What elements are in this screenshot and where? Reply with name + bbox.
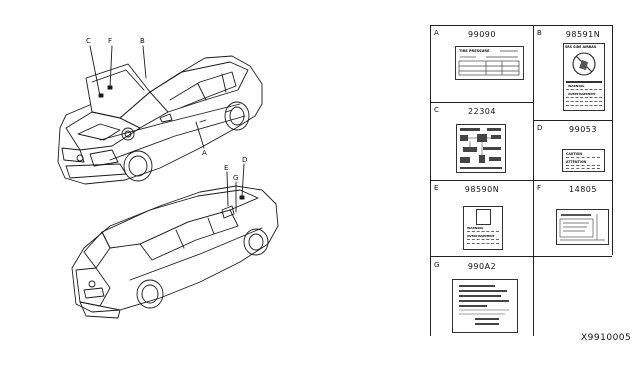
cell-letter-b: B	[537, 29, 542, 37]
rear-car	[71, 163, 279, 319]
airbag-icon-box	[476, 209, 491, 225]
diagram-code: X9910005	[581, 333, 632, 343]
cell-letter-d: D	[537, 124, 543, 132]
warning-label-2: AVERTISSEMENT	[467, 234, 495, 238]
label-emission-schematic	[456, 124, 506, 173]
part-number-c: 22304	[468, 107, 496, 116]
car-illustrations	[57, 45, 279, 319]
callout-a: A	[202, 149, 207, 157]
front-car-hood-open	[57, 45, 263, 185]
callout-f: F	[108, 37, 113, 45]
part-number-g: 990A2	[467, 262, 497, 271]
callout-g: G	[233, 174, 239, 182]
airbag-warning-1: WARNING	[568, 84, 585, 88]
label-engine-info	[556, 209, 609, 245]
airbag-header: SRS SIDE AIRBAG	[565, 45, 597, 49]
label-vehicle-info	[452, 279, 518, 333]
cell-letter-g: G	[434, 261, 440, 269]
tire-pressure-header: TIRE PRESSURE	[459, 49, 490, 53]
caution-warning-2: ATTENTION	[566, 160, 587, 164]
callout-e: E	[224, 164, 229, 172]
warning-label-1: WARNING	[467, 226, 484, 230]
callout-b: B	[140, 37, 145, 45]
part-number-f: 14805	[569, 185, 597, 194]
part-number-d: 99053	[569, 125, 597, 134]
airbag-warning-2: AVERTISSEMENT	[568, 92, 596, 96]
cell-letter-a: A	[434, 29, 439, 37]
part-number-e: 98590N	[464, 185, 500, 194]
label-airbag-warning: WARNING AVERTISSEMENT	[463, 206, 503, 250]
cell-letter-e: E	[434, 184, 439, 192]
no-child-seat-icon	[572, 52, 596, 76]
cell-letter-f: F	[537, 184, 542, 192]
callout-c: C	[86, 37, 91, 45]
label-caution: CAUTION ATTENTION	[562, 149, 605, 172]
label-tire-pressure: TIRE PRESSURE	[455, 46, 524, 80]
callout-d: D	[242, 156, 248, 164]
caution-warning-1: CAUTION	[566, 152, 583, 156]
label-srs-side-airbag: SRS SIDE AIRBAG WARNING AVERTISSEMENT	[563, 43, 605, 111]
part-number-b: 98591N	[565, 30, 601, 39]
cell-letter-c: C	[434, 106, 439, 114]
part-number-a: 99090	[468, 30, 496, 39]
